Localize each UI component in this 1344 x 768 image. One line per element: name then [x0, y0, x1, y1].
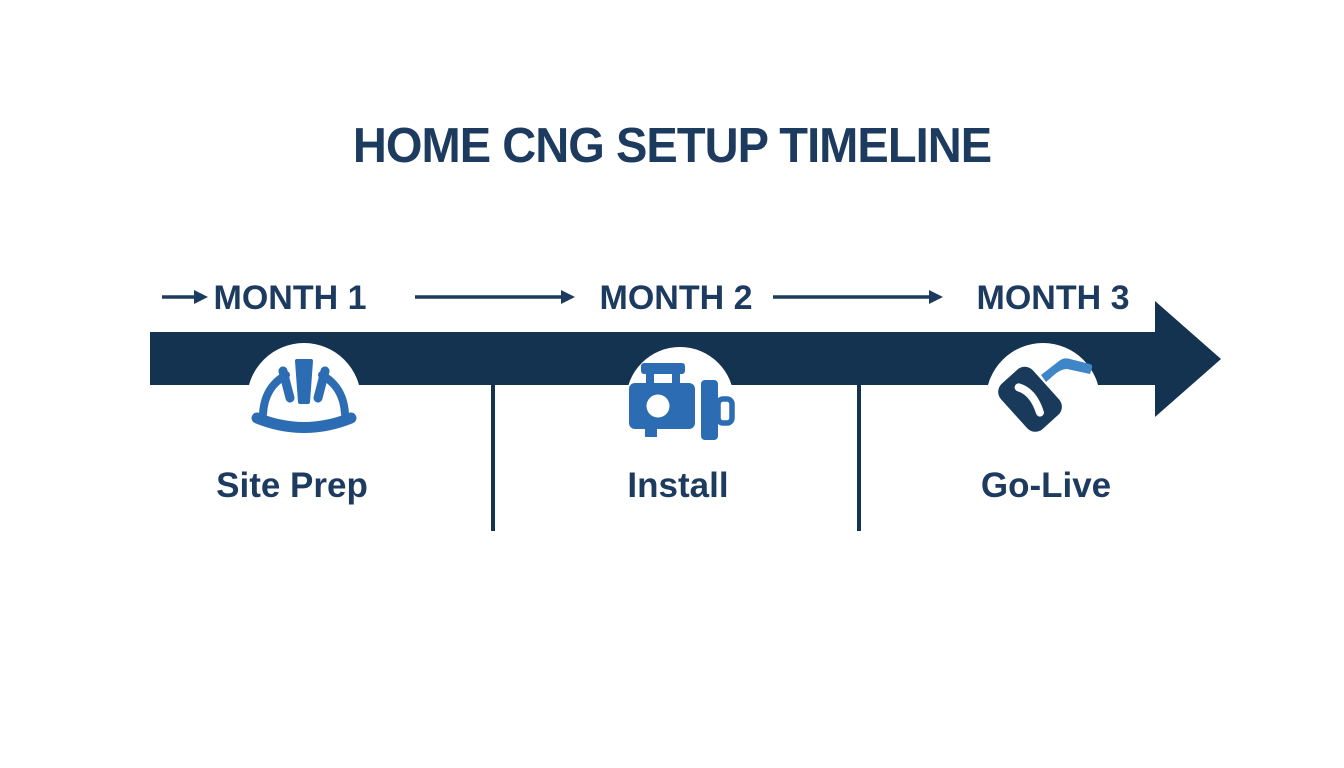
arrow-right-icon	[415, 290, 575, 304]
fuel-nozzle-icon	[998, 358, 1093, 432]
page-title: HOME CNG SETUP TIMELINE	[352, 119, 992, 173]
compressor-icon	[629, 363, 735, 440]
stage-label-go-live: Go-Live	[980, 466, 1112, 505]
stage-label-install: Install	[627, 466, 729, 505]
month-3-label: MONTH 3	[976, 279, 1130, 317]
stage-divider	[491, 385, 495, 531]
hard-hat-icon	[251, 359, 357, 433]
arrow-right-icon	[162, 290, 208, 304]
month-2-label: MONTH 2	[599, 279, 753, 317]
timeline-arrowhead-icon	[1155, 301, 1221, 417]
stage-label-site-prep: Site Prep	[216, 466, 368, 505]
month-1-label: MONTH 1	[213, 279, 367, 317]
arrow-right-icon	[773, 290, 943, 304]
stage-divider	[857, 385, 861, 531]
